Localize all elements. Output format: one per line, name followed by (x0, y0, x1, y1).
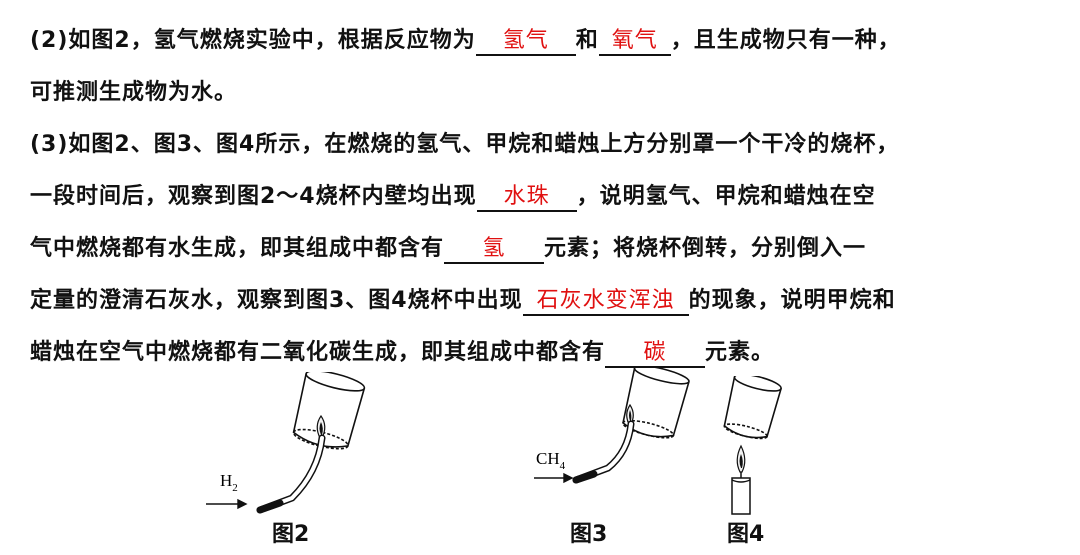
answer-blank-limewater: 石灰水变浑浊 (522, 288, 689, 316)
q3-line-3: 气中燃烧都有水生成，即其组成中都含有氢元素；将烧杯倒转，分别倒入一 (30, 234, 866, 264)
glass-tube-icon (256, 434, 326, 514)
candle-icon (731, 472, 751, 515)
q3-line-5: 蜡烛在空气中燃烧都有二氧化碳生成，即其组成中都含有碳元素。 (30, 338, 774, 368)
q2-text-line2: 可推测生成物为水。 (30, 80, 238, 105)
figure-3-illustration: CH4 (534, 368, 690, 484)
flame-icon (316, 414, 326, 439)
q3-text-line5-post: 元素。 (705, 340, 775, 365)
answer-blank-water-drops: 水珠 (476, 184, 577, 212)
q3-line-1: (3)如图2、图3、图4所示，在燃烧的氢气、甲烷和蜡烛上方分别罩一个干冷的烧杯， (30, 130, 899, 160)
glass-tube-icon (572, 420, 635, 484)
flame-icon (626, 403, 634, 425)
q3-text-line2-post: ，说明氢气、甲烷和蜡烛在空 (576, 184, 876, 209)
answer-blank-hydrogen: 氢气 (475, 28, 576, 56)
flame-icon (736, 444, 746, 473)
q3-text-line5-pre: 蜡烛在空气中燃烧都有二氧化碳生成，即其组成中都含有 (30, 340, 606, 365)
q3-text-line1: (3)如图2、图3、图4所示，在燃烧的氢气、甲烷和蜡烛上方分别罩一个干冷的烧杯， (30, 132, 900, 157)
beaker-icon (292, 372, 366, 450)
q2-line-1: (2)如图2，氢气燃烧实验中，根据反应物为氢气和氧气，且生成物只有一种， (30, 26, 901, 56)
q2-text-post: ，且生成物只有一种， (670, 28, 901, 53)
answer-blank-carbon-element: 碳 (605, 340, 706, 368)
q3-text-line2-pre: 一段时间后，观察到图2～4烧杯内壁均出现 (30, 184, 477, 209)
q3-text-line3-post: 元素；将烧杯倒转，分别倒入一 (544, 236, 867, 261)
answer-blank-oxygen: 氧气 (598, 28, 671, 56)
gas-label-h2: H2 (220, 471, 238, 494)
answer-blank-hydrogen-element: 氢 (444, 236, 545, 264)
q3-line-2: 一段时间后，观察到图2～4烧杯内壁均出现水珠，说明氢气、甲烷和蜡烛在空 (30, 182, 876, 212)
gas-flow-arrow-icon (534, 472, 574, 484)
q3-text-line4-post: 的现象，说明甲烷和 (688, 288, 896, 313)
figure-2-caption: 图2 (272, 522, 310, 547)
figure-4-illustration (723, 376, 782, 515)
q2-text-mid: 和 (575, 28, 599, 53)
gas-flow-arrow-icon (206, 498, 248, 510)
beaker-icon (622, 368, 690, 439)
q3-text-line4-pre: 定量的澄清石灰水，观察到图3、图4烧杯中出现 (30, 288, 523, 313)
q3-text-line3-pre: 气中燃烧都有水生成，即其组成中都含有 (30, 236, 445, 261)
q2-line-2: 可推测生成物为水。 (30, 78, 237, 108)
figure-3-caption: 图3 (570, 522, 608, 547)
beaker-icon (723, 376, 782, 440)
figure-2-illustration: H2 (206, 372, 366, 514)
gas-label-ch4: CH4 (536, 449, 566, 472)
figure-4-caption: 图4 (727, 522, 765, 547)
q3-line-4: 定量的澄清石灰水，观察到图3、图4烧杯中出现石灰水变浑浊的现象，说明甲烷和 (30, 286, 896, 316)
q2-text-pre: (2)如图2，氢气燃烧实验中，根据反应物为 (30, 28, 476, 53)
